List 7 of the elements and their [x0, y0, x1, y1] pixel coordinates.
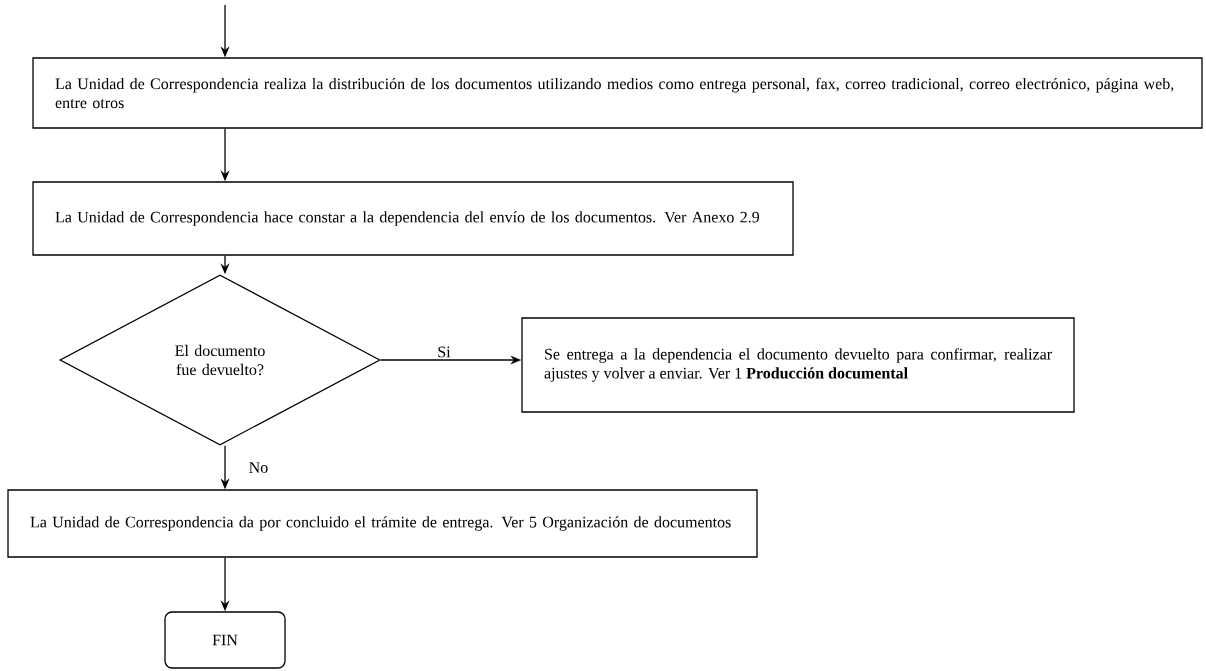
process-box: La Unidad de Correspondencia da por concluido el trámite de entrega. Ver 5 Organización de documentos [7, 489, 758, 558]
end-terminal: FIN [164, 611, 286, 669]
process-box: La Unidad de Correspondencia hace constar a la dependencia del envío de los documentos. Ver Anexo 2.9 [32, 181, 794, 256]
process-box: La Unidad de Correspondencia realiza la distribución de los documentos utilizando medios como entrega personal, fax, correo tradicional, correo electrónico, página web, entre otros [32, 57, 1203, 129]
edge-label: Si [438, 346, 451, 358]
edge-label: No [249, 462, 268, 473]
process-box: Se entrega a la dependencia el documento devuelto para confirmar, realizar ajustes y volver a enviar. Ver 1 Producción documental [521, 317, 1075, 413]
